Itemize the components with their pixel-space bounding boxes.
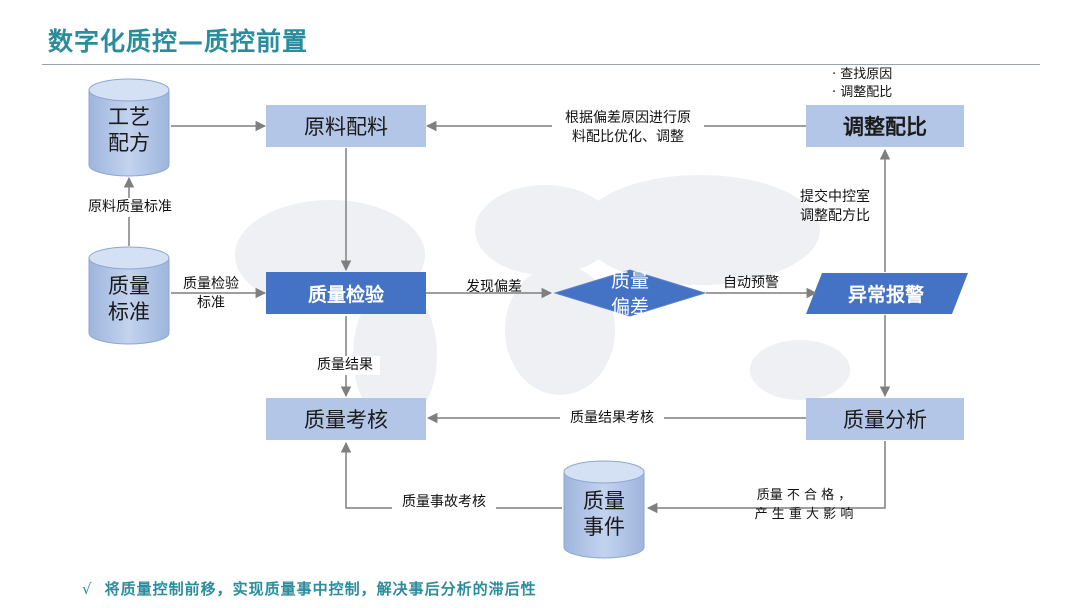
page-title: 数字化质控—质控前置 — [48, 27, 309, 56]
adjust-note-adjust-ratio: · 调整配比 — [832, 85, 893, 100]
edge-analysis-to-event — [646, 441, 886, 514]
cylinder-recipe-shape — [88, 78, 170, 177]
title-divider — [42, 64, 1040, 65]
label-inspection-standard: 质量检验 标准 — [183, 276, 239, 311]
node-assessment: 质量考核 — [266, 398, 426, 440]
label-incident-assessment: 质量事故考核 — [392, 493, 496, 512]
label-result-assessment: 质量结果考核 — [560, 409, 664, 428]
node-adjust: 调整配比 — [806, 105, 964, 147]
node-standard: 质量 标准 — [108, 274, 150, 324]
check-icon: √ — [82, 580, 93, 598]
node-inspection: 质量检验 — [266, 272, 426, 314]
footer-statement: √ 将质量控制前移，实现质量事中控制，解决事后分析的滞后性 — [82, 578, 537, 599]
node-recipe: 工艺 配方 — [108, 105, 150, 155]
node-alarm: 异常报警 — [847, 284, 924, 306]
cylinder-event-shape — [563, 460, 645, 559]
label-auto-warning: 自动预警 — [723, 275, 779, 291]
node-analysis: 质量分析 — [806, 398, 964, 440]
footer-text: 将质量控制前移，实现质量事中控制，解决事后分析的滞后性 — [104, 580, 537, 598]
label-unqualified: 质量 不 合 格 ， 产 生 重 大 影 响 — [754, 488, 854, 522]
label-submit-control-room: 提交中控室 调整配方比 — [800, 189, 870, 224]
deviation-diamond — [553, 269, 707, 317]
label-quality-result: 质量结果 — [310, 356, 380, 375]
alarm-parallelogram — [806, 273, 968, 314]
label-find-deviation: 发现偏差 — [466, 279, 522, 295]
adjust-note-find-cause: · 查找原因 — [832, 67, 893, 82]
node-deviation: 质量 偏差 — [610, 270, 649, 316]
cylinder-standard-shape — [88, 246, 170, 345]
label-adjust-by-cause: 根据偏差原因进行原 料配比优化、调整 — [552, 109, 704, 147]
node-material: 原料配料 — [266, 105, 426, 147]
label-raw-quality-standard: 原料质量标准 — [80, 198, 180, 217]
node-event: 质量 事件 — [583, 489, 625, 539]
